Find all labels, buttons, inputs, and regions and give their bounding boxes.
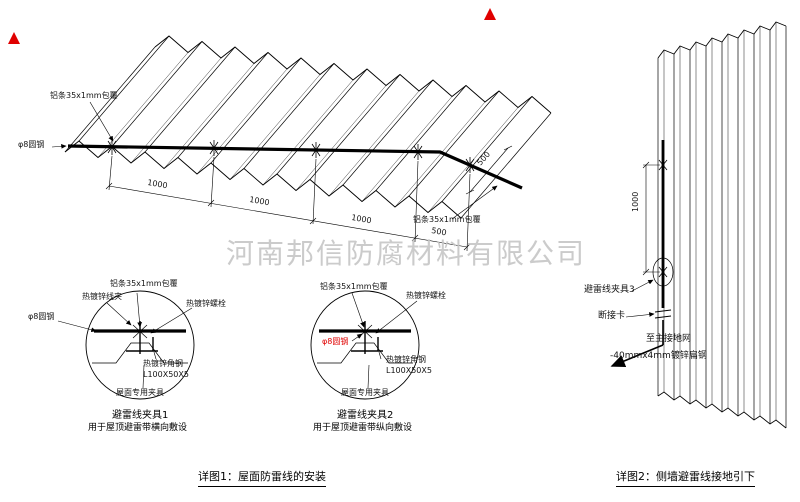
wall-dimension-lines (625, 161, 660, 318)
wall-dim-label: 1000 (631, 191, 640, 212)
roof-alu-bottom-label: 铝条35x1mm包覆 (413, 215, 481, 224)
clamp1-alu-label: 铝条35x1mm包覆 (110, 279, 178, 288)
wall-wire-clamp-icon (658, 159, 668, 278)
wall-disconnect-label: 断接卡 (598, 311, 626, 321)
wall-clamp3-label: 避雷线夹具3 (584, 285, 635, 295)
clamp1-title: 避雷线夹具1 (112, 410, 169, 421)
wire-clamp-icon (413, 144, 423, 160)
clamp1-wire-clip-label: 热镀锌线夹 (82, 292, 122, 301)
revision-triangle-icon (484, 8, 496, 20)
detail2-caption: 详图2：侧墙避雷线接地引下 (616, 468, 755, 487)
roof-alu-top-label: 铝条35x1mm包覆 (50, 91, 118, 100)
roof-dimension-lines (105, 145, 513, 252)
wall-corrugated-sheet (657, 21, 787, 429)
detail1-caption: 详图1：屋面防雷线的安装 (198, 468, 326, 487)
roof-lightning-wire (67, 144, 523, 190)
wire-clamp-icon (311, 142, 321, 158)
clamp1-roof-clamp-label: 屋面专用夹具 (116, 388, 164, 397)
clamp2-bolt-label: 热镀锌螺栓 (406, 291, 446, 300)
clamp1-angle-spec-label: L100X50X5 (143, 370, 189, 379)
clamp2-angle-spec-label: L100X50X5 (386, 366, 432, 375)
detail-circle-2 (310, 290, 420, 400)
clamp2-angle-steel-label: 热镀锌角钢 (386, 355, 426, 364)
wall-ground-label: 至主接地网 (646, 334, 692, 344)
clamp2-alu-label: 铝条35x1mm包覆 (320, 282, 388, 291)
wire-clamp-icon (107, 139, 117, 155)
watermark: 河南邦信防腐材料有限公司 (226, 237, 587, 270)
clamp1-angle-steel-label: 热镀锌角钢 (143, 359, 183, 368)
wire-clamp-icon (209, 140, 219, 156)
clamp2-title: 避雷线夹具2 (337, 410, 394, 421)
roof-corrugated-sheet (64, 35, 552, 219)
clamp1-bolt-label: 热镀锌螺栓 (186, 299, 226, 308)
detail-circle-1 (57, 290, 195, 400)
clamp2-round-steel-label: φ8圆钢 (322, 337, 349, 346)
clamp1-round-steel-label: φ8圆钢 (28, 312, 55, 321)
roof-leader-lines (51, 101, 498, 220)
clamp2-roof-clamp-label: 屋面专用夹具 (341, 388, 389, 397)
revision-triangle-icon (8, 32, 20, 44)
roof-round-steel-label: φ8圆钢 (18, 140, 45, 149)
wire-clamp-icon (465, 157, 475, 173)
clamp1-subtitle: 用于屋顶避雷带横向敷设 (88, 423, 188, 433)
wall-flat-steel-label: -40mmx4mm镀锌扁钢 (610, 351, 707, 361)
roof-wire-clamps (107, 139, 475, 173)
wall-lightning-downlead (610, 140, 674, 368)
clamp2-subtitle: 用于屋顶避雷带纵向敷设 (313, 423, 413, 433)
